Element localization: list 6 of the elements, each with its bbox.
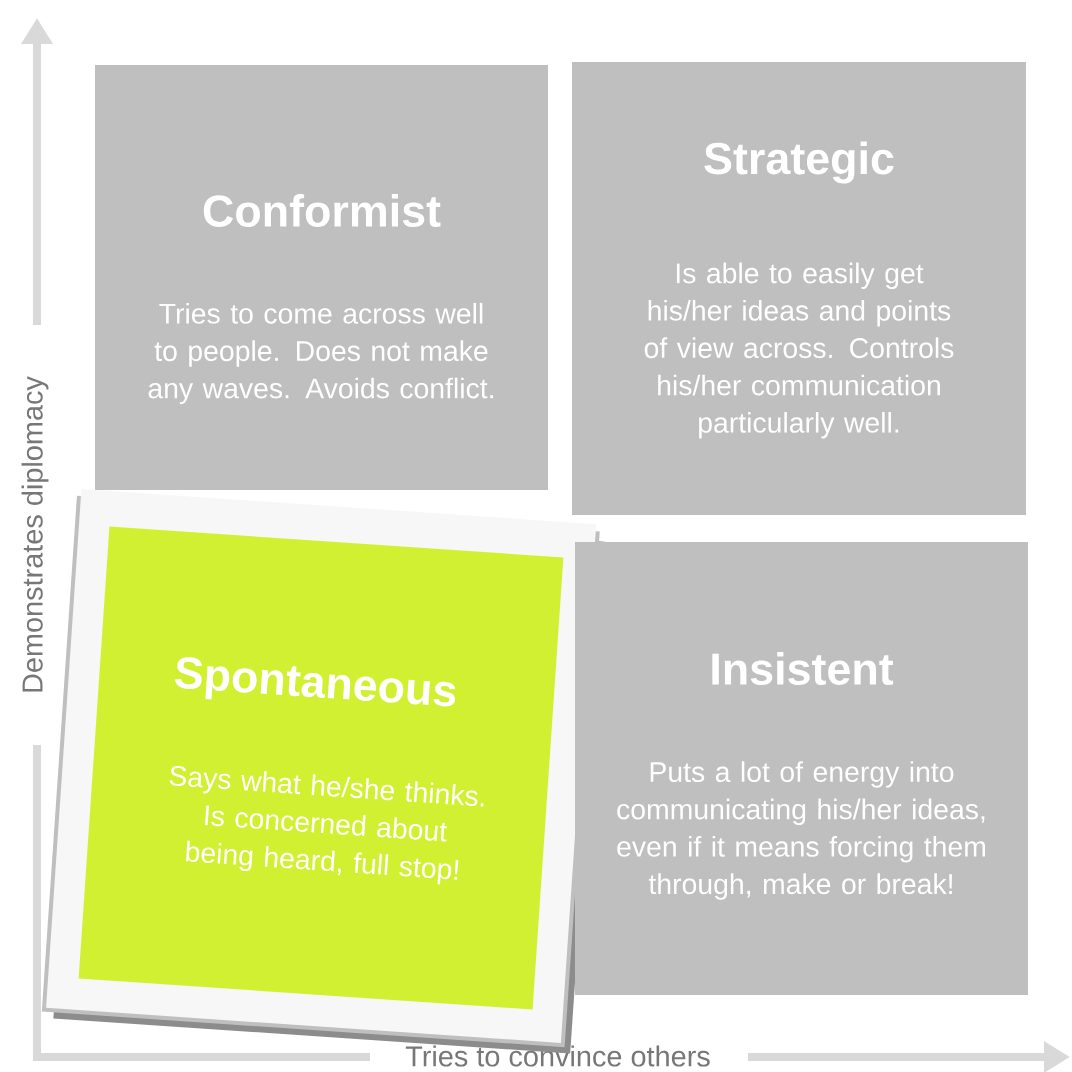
quadrant-box: Strategic Is able to easily get his/her ideas and points of view across. Controls his/her communication particularly well. bbox=[572, 62, 1026, 515]
quadrant-box: Spontaneous Says what he/she thinks. Is concerned about being heard, full stop! bbox=[78, 526, 564, 1010]
quadrant-box: Conformist Tries to come across well to people. Does not make any waves. Avoids conflict. bbox=[95, 65, 548, 490]
axis-label: Demonstrates diplomacy bbox=[21, 376, 49, 692]
quadrant-box: Insistent Puts a lot of energy into communicating his/her ideas, even if it means forcing them through, make or break! bbox=[575, 542, 1028, 995]
axis-label: Tries to convince others bbox=[405, 1045, 710, 1067]
